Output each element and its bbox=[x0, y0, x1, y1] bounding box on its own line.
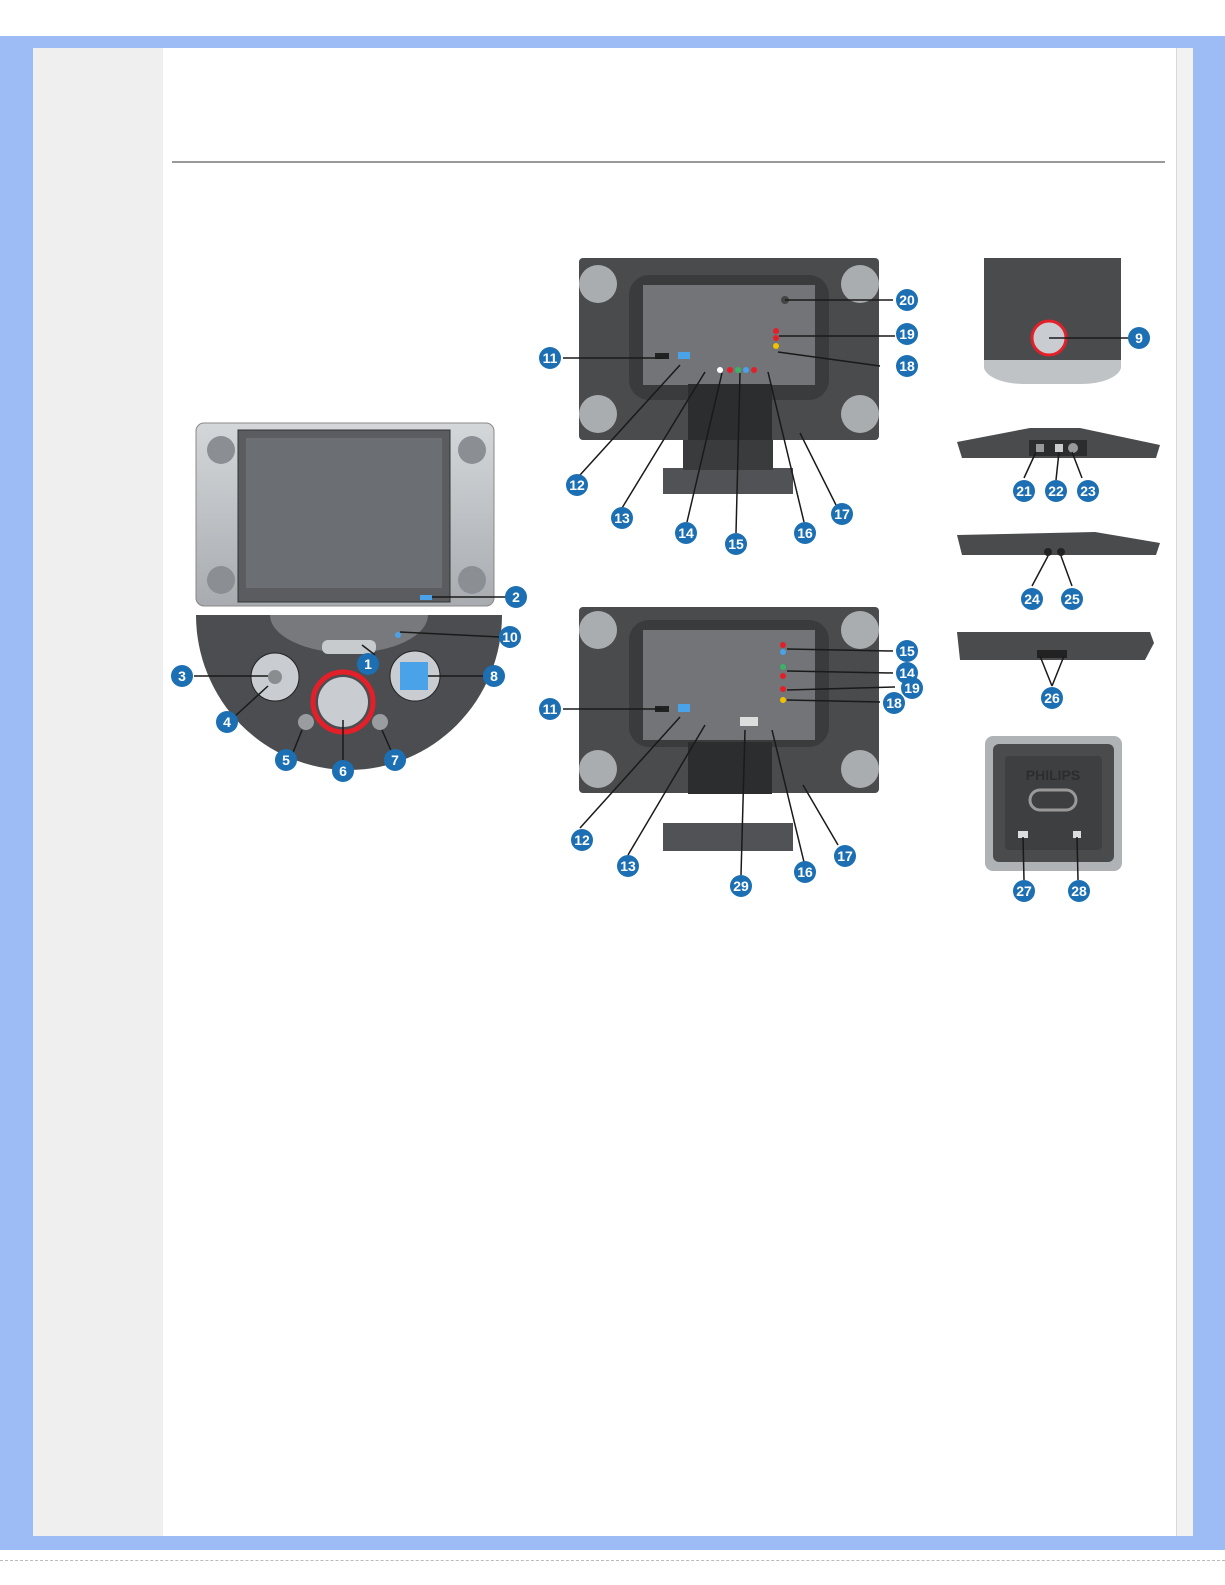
callout-29: 29 bbox=[730, 875, 752, 897]
svg-text:24: 24 bbox=[1024, 591, 1040, 607]
svg-text:3: 3 bbox=[178, 668, 186, 684]
side-view-audio bbox=[957, 532, 1160, 556]
callout-9: 9 bbox=[1128, 327, 1150, 349]
side-view-usb bbox=[957, 632, 1154, 660]
callout-10: 10 bbox=[499, 626, 521, 648]
callout-13-lower: 13 bbox=[617, 855, 639, 877]
svg-text:28: 28 bbox=[1071, 883, 1087, 899]
callout-26: 26 bbox=[1041, 687, 1063, 709]
callout-2: 2 bbox=[505, 586, 527, 608]
dock-base: PHILIPS bbox=[985, 736, 1122, 871]
callout-27: 27 bbox=[1013, 880, 1035, 902]
callout-25: 25 bbox=[1061, 588, 1083, 610]
callout-7: 7 bbox=[384, 749, 406, 771]
svg-text:27: 27 bbox=[1016, 883, 1032, 899]
svg-text:8: 8 bbox=[490, 668, 498, 684]
callout-15: 15 bbox=[725, 533, 747, 555]
svg-text:14: 14 bbox=[678, 525, 694, 541]
callout-5: 5 bbox=[275, 749, 297, 771]
svg-text:16: 16 bbox=[797, 864, 813, 880]
svg-text:13: 13 bbox=[614, 510, 630, 526]
dock-brand-label: PHILIPS bbox=[1026, 767, 1080, 783]
svg-text:1: 1 bbox=[364, 656, 372, 672]
svg-text:26: 26 bbox=[1044, 690, 1060, 706]
svg-text:10: 10 bbox=[502, 629, 518, 645]
svg-text:6: 6 bbox=[339, 763, 347, 779]
callout-18-lower: 18 bbox=[883, 692, 905, 714]
callout-15-lower: 15 bbox=[896, 640, 918, 662]
callout-20: 20 bbox=[896, 289, 918, 311]
svg-text:4: 4 bbox=[223, 714, 231, 730]
svg-text:18: 18 bbox=[886, 695, 902, 711]
callout-17-lower: 17 bbox=[834, 845, 856, 867]
svg-text:5: 5 bbox=[282, 752, 290, 768]
svg-text:15: 15 bbox=[728, 536, 744, 552]
svg-text:7: 7 bbox=[391, 752, 399, 768]
callout-4: 4 bbox=[216, 711, 238, 733]
callout-11: 11 bbox=[539, 347, 561, 369]
svg-text:9: 9 bbox=[1135, 330, 1143, 346]
front-view-monitor bbox=[196, 423, 494, 606]
callout-6: 6 bbox=[332, 760, 354, 782]
callout-19-lower: 19 bbox=[901, 677, 923, 699]
svg-text:23: 23 bbox=[1080, 483, 1096, 499]
callout-28: 28 bbox=[1068, 880, 1090, 902]
svg-text:15: 15 bbox=[899, 643, 915, 659]
svg-text:17: 17 bbox=[834, 506, 850, 522]
svg-text:12: 12 bbox=[569, 477, 585, 493]
svg-text:25: 25 bbox=[1064, 591, 1080, 607]
callout-11-lower: 11 bbox=[539, 698, 561, 720]
callout-21: 21 bbox=[1013, 480, 1035, 502]
svg-text:12: 12 bbox=[574, 832, 590, 848]
callout-16-lower: 16 bbox=[794, 861, 816, 883]
callout-14: 14 bbox=[675, 522, 697, 544]
callout-3: 3 bbox=[171, 665, 193, 687]
callout-19: 19 bbox=[896, 323, 918, 345]
callout-12: 12 bbox=[566, 474, 588, 496]
callout-8: 8 bbox=[483, 665, 505, 687]
callout-24: 24 bbox=[1021, 588, 1043, 610]
svg-text:21: 21 bbox=[1016, 483, 1032, 499]
svg-text:20: 20 bbox=[899, 292, 915, 308]
svg-text:16: 16 bbox=[797, 525, 813, 541]
callout-13: 13 bbox=[611, 507, 633, 529]
svg-text:22: 22 bbox=[1048, 483, 1064, 499]
svg-text:29: 29 bbox=[733, 878, 749, 894]
svg-text:19: 19 bbox=[899, 326, 915, 342]
rear-view-upper bbox=[579, 258, 879, 494]
callout-17: 17 bbox=[831, 503, 853, 525]
svg-text:13: 13 bbox=[620, 858, 636, 874]
callout-16: 16 bbox=[794, 522, 816, 544]
svg-text:11: 11 bbox=[543, 701, 558, 717]
svg-text:11: 11 bbox=[543, 350, 558, 366]
callout-1: 1 bbox=[357, 653, 379, 675]
svg-text:19: 19 bbox=[904, 680, 920, 696]
callout-12-lower: 12 bbox=[571, 829, 593, 851]
callout-22: 22 bbox=[1045, 480, 1067, 502]
svg-text:2: 2 bbox=[512, 589, 520, 605]
svg-text:17: 17 bbox=[837, 848, 853, 864]
side-view-control bbox=[984, 258, 1121, 384]
front-control-panel bbox=[196, 615, 502, 770]
rear-view-lower bbox=[579, 607, 879, 851]
callout-23: 23 bbox=[1077, 480, 1099, 502]
svg-text:18: 18 bbox=[899, 358, 915, 374]
callout-18: 18 bbox=[896, 355, 918, 377]
